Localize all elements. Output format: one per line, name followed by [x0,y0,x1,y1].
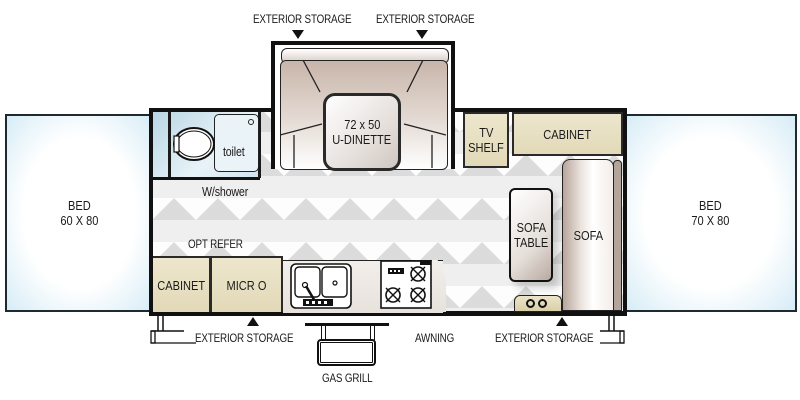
bath-wall-divider [168,112,171,177]
storage-arrow-icon [247,317,259,326]
bed-right-label: BED [699,198,722,213]
bed-left: BED 60 X 80 [5,114,154,312]
toilet-label: toilet [223,144,245,159]
bed-left-size: 60 X 80 [60,213,99,228]
storage-arrow-icon [556,317,568,326]
awning-label: AWNING [415,331,455,345]
bed-right: BED 70 X 80 [624,114,797,312]
dinette-size: 72 x 50 [343,117,381,132]
gas-grill-label: GAS GRILL [322,371,373,385]
microwave-label: MICR O [226,277,267,293]
wall-right [623,108,627,316]
toilet-icon [173,127,215,161]
sofa-table: SOFA TABLE [509,188,553,282]
dinette-seams [280,60,446,168]
tv-shelf-line2: SHELF [468,140,504,155]
bed-right-size: 70 X 80 [691,213,730,228]
outlet-icon [538,299,547,308]
exterior-storage-label-bottom-right: EXTERIOR STORAGE [495,331,594,345]
wall-left [149,108,153,316]
exterior-storage-label-top-left: EXTERIOR STORAGE [253,12,352,26]
sofa-label: SOFA [573,227,603,243]
tv-shelf: TV SHELF [463,112,509,168]
opt-refer-label: OPT REFER [188,237,243,251]
microwave-cabinet: MICR O [211,256,283,312]
bath-wall-right [258,112,261,178]
stabilizer-jack-right [600,315,625,344]
dinette-table: 72 x 50 U-DINETTE [323,93,401,171]
stove-icon [380,260,432,309]
sofa: SOFA [562,159,614,311]
sofa-arm [613,160,622,311]
dinette-label: U-DINETTE [332,132,392,147]
sofa-table-line1: SOFA [516,220,546,235]
storage-arrow-icon [416,30,428,39]
tv-shelf-line1: TV [478,125,494,140]
exterior-storage-label-top-right: EXTERIOR STORAGE [376,12,475,26]
wall-bottom [149,311,627,316]
outlet-icon [526,299,535,308]
stabilizer-jack-left [150,315,196,344]
shower-label: W/shower [202,184,249,199]
sink-icon [290,263,352,309]
shower-drain-icon [248,119,254,125]
grill-mount-bar [305,323,389,326]
sofa-table-line2: TABLE [513,235,549,250]
counter-end [432,260,446,312]
gas-grill-icon [317,339,376,366]
grill-leg-right [370,326,375,340]
bed-left-label: BED [68,198,91,213]
exterior-storage-label-bottom-left: EXTERIOR STORAGE [195,331,294,345]
wall-top-left [149,108,272,112]
cabinet-bottom-label: CABINET [157,277,205,293]
cabinet-top: CABINET [512,112,623,156]
grill-leg-left [321,326,326,340]
wall-top-right [455,108,627,112]
cabinet-bottom: CABINET [153,256,211,312]
cabinet-top-label: CABINET [543,126,592,142]
storage-arrow-icon [292,30,304,39]
